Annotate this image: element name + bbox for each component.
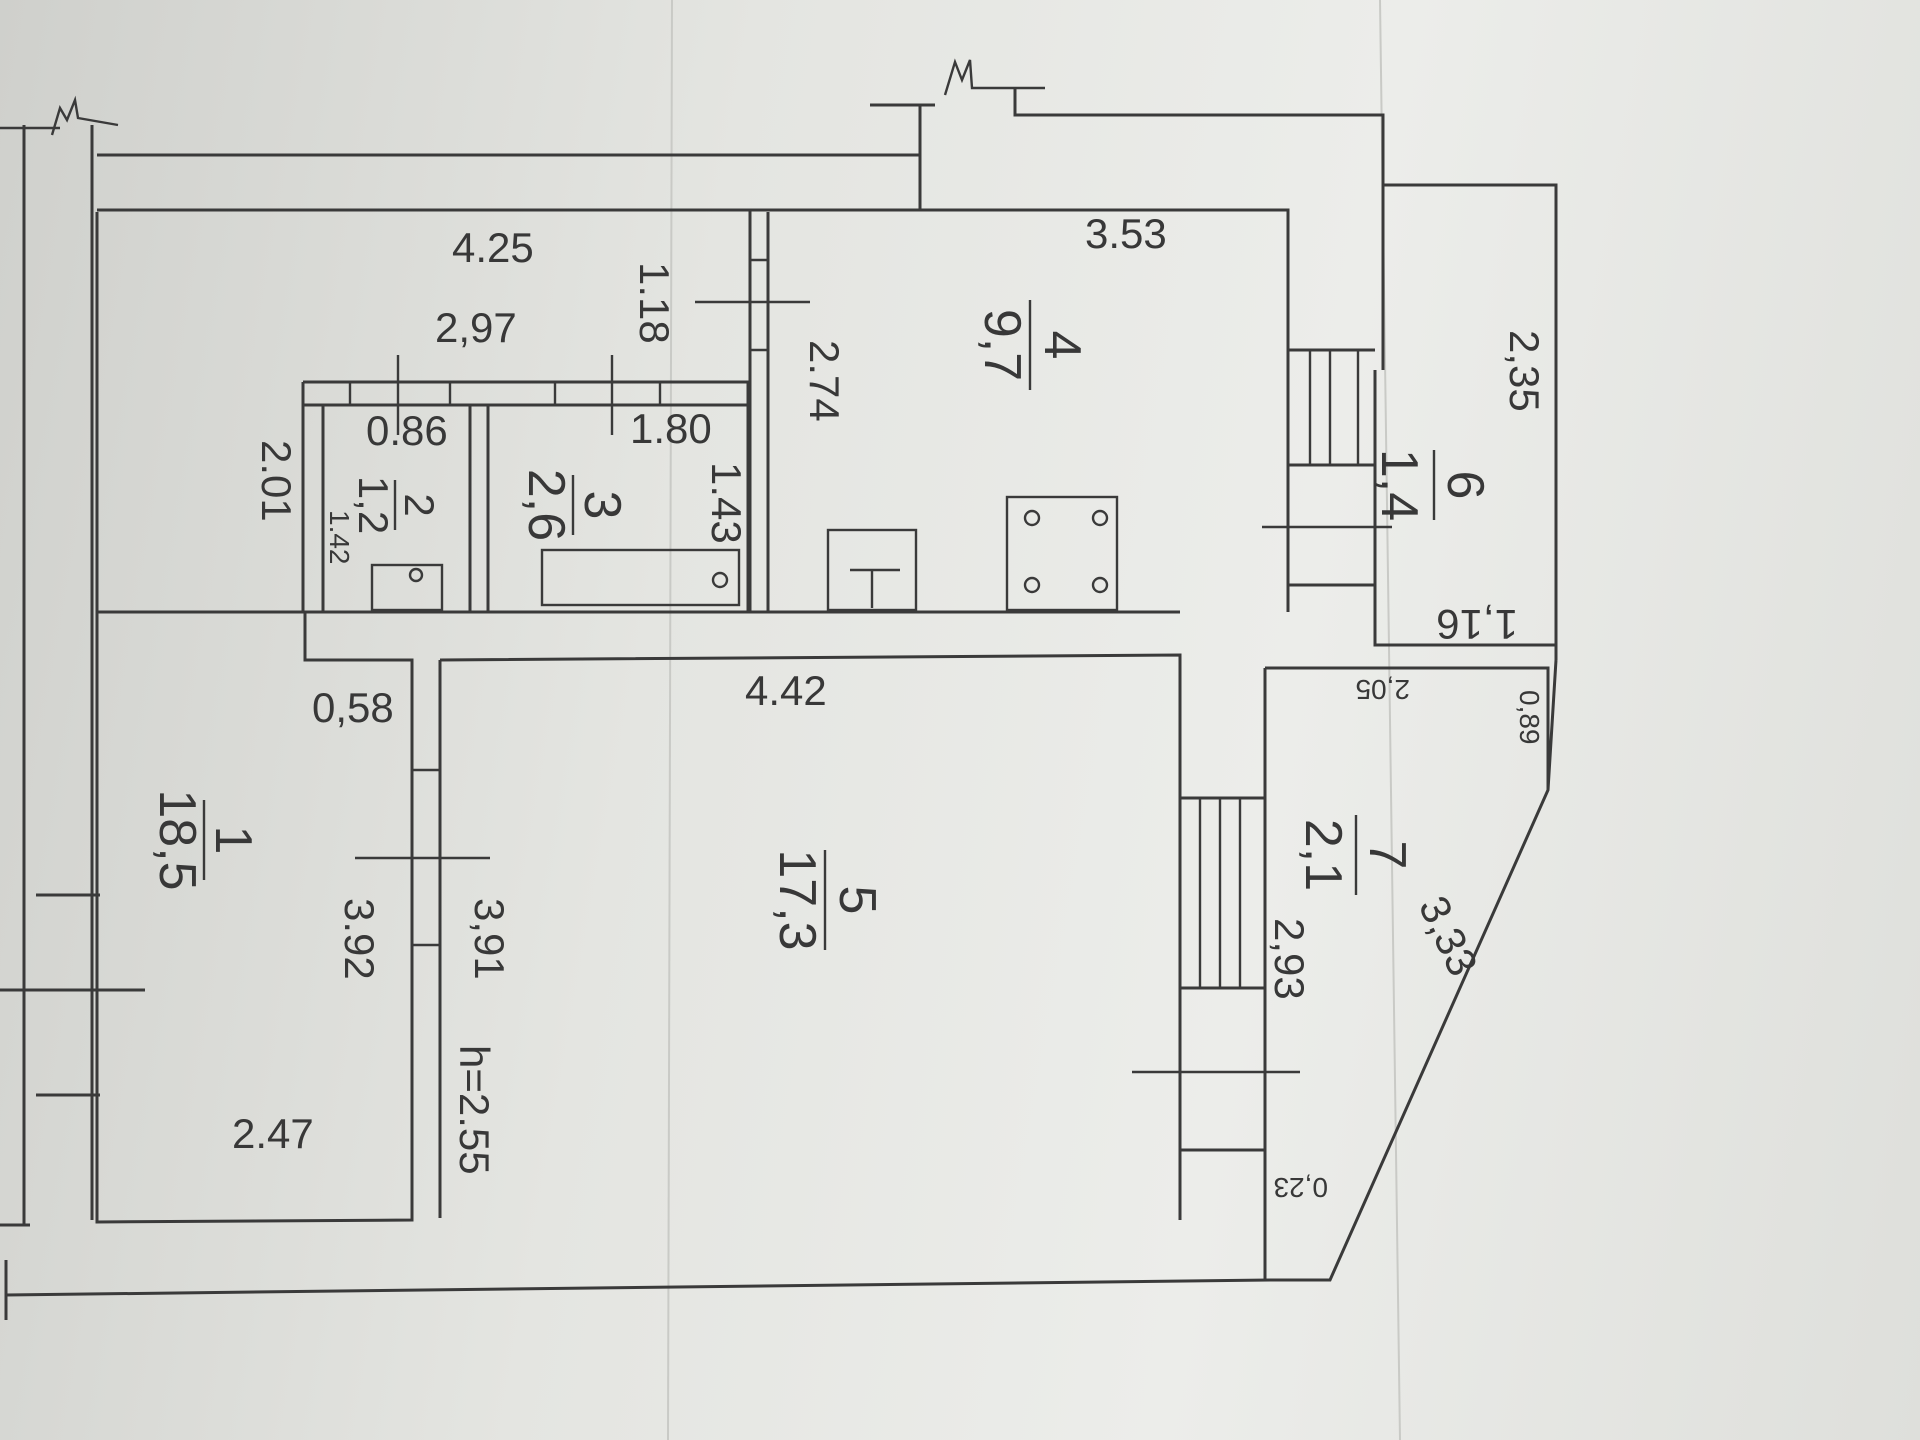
- svg-text:6: 6: [1436, 471, 1494, 500]
- room-1-label: 1 18,5: [148, 789, 262, 890]
- room-2-label: 2 1,2: [350, 476, 443, 534]
- dim-2-35: 2,35: [1501, 330, 1548, 412]
- dim-2-05: 2,05: [1356, 674, 1411, 705]
- dim-0-58: 0,58: [312, 684, 394, 731]
- dim-3-92: 3.92: [336, 898, 383, 980]
- svg-text:17,3: 17,3: [768, 849, 826, 950]
- svg-text:1: 1: [204, 826, 262, 855]
- svg-text:5: 5: [828, 886, 886, 915]
- room-6-label: 6 1,4: [1370, 449, 1494, 521]
- dim-3-91: 3,91: [466, 898, 513, 980]
- dim-4-42: 4.42: [745, 667, 827, 714]
- svg-text:2: 2: [396, 493, 443, 516]
- room-4-label: 4 9,7: [973, 300, 1091, 390]
- dim-2-74: 2.74: [801, 340, 848, 422]
- dim-2-01: 2.01: [253, 440, 300, 522]
- room-7-walls: [1263, 666, 1550, 1280]
- stove-icon: [1005, 495, 1119, 612]
- svg-text:7: 7: [1358, 841, 1416, 870]
- dim-1-18: 1.18: [631, 262, 678, 344]
- svg-text:1,4: 1,4: [1370, 449, 1428, 521]
- dim-3-33: 3,33: [1410, 889, 1487, 983]
- dim-1-16: 1,16: [1436, 601, 1518, 648]
- dim-2-93: 2,93: [1266, 918, 1313, 1000]
- dim-1-43: 1.43: [703, 462, 750, 544]
- dim-0-23: 0,23: [1274, 1172, 1329, 1203]
- svg-text:9,7: 9,7: [973, 309, 1031, 381]
- paper-crease: [667, 0, 673, 1440]
- dim-2-47: 2.47: [232, 1110, 314, 1157]
- room-6-walls: [1288, 370, 1556, 647]
- room-7-label: 7 2,1: [1294, 815, 1416, 895]
- dim-3-53: 3.53: [1085, 210, 1167, 257]
- dim-4-25: 4.25: [452, 224, 534, 271]
- svg-text:1,2: 1,2: [350, 476, 397, 534]
- svg-text:3: 3: [573, 491, 631, 520]
- dim-0-89: 0,89: [1514, 690, 1545, 745]
- ceiling-height: h=2.55: [451, 1045, 498, 1175]
- svg-text:18,5: 18,5: [148, 789, 206, 890]
- toilet-icon: [370, 563, 444, 612]
- bathtub-icon: [540, 548, 741, 607]
- room-1-walls: [95, 212, 490, 1224]
- room-4-walls: [695, 208, 1392, 612]
- dim-1-42: 1.42: [324, 510, 355, 565]
- dim-1-80: 1.80: [630, 405, 712, 452]
- svg-text:2,6: 2,6: [517, 469, 575, 541]
- room-5-walls: [439, 653, 1300, 1220]
- svg-text:4: 4: [1033, 331, 1091, 360]
- room-5-label: 5 17,3: [768, 849, 886, 950]
- bathroom-walls: [301, 355, 1180, 614]
- room-3-label: 3 2,6: [517, 469, 631, 541]
- sink-icon: [826, 528, 918, 612]
- svg-text:2,1: 2,1: [1294, 819, 1352, 891]
- dim-0-86: 0.86: [366, 407, 448, 454]
- building-walls: [0, 58, 1558, 1320]
- dim-2-97: 2,97: [435, 304, 517, 351]
